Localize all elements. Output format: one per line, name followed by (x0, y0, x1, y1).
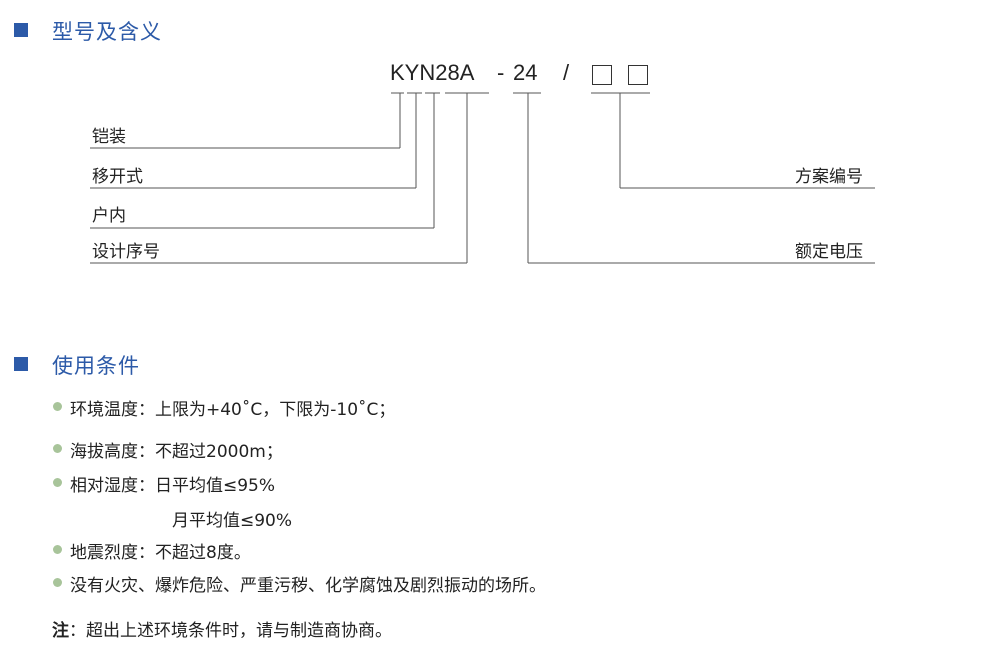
bullet-icon (53, 578, 62, 587)
note-text: ：超出上述环境条件时，请与制造商协商。 (69, 621, 392, 641)
label-scheme-no: 方案编号 (795, 167, 863, 187)
condition-humidity-day: 相对湿度：日平均值≤95% (70, 476, 276, 496)
bullet-icon (53, 478, 62, 487)
condition-altitude: 海拔高度：不超过2000m； (70, 442, 283, 462)
condition-temperature: 环境温度：上限为+40˚C，下限为-10˚C； (70, 400, 396, 420)
label-indoor: 户内 (92, 206, 126, 226)
section-title-conditions: 使用条件 (52, 354, 140, 378)
model-slash: / (563, 60, 570, 85)
bullet-icon (53, 545, 62, 554)
section-title-model: 型号及含义 (52, 20, 162, 44)
condition-earthquake: 地震烈度：不超过8度。 (70, 543, 251, 563)
model-dash: - (497, 60, 505, 85)
label-armored: 铠装 (92, 127, 126, 147)
bullet-icon (53, 402, 62, 411)
scheme-box-1 (592, 65, 612, 85)
label-rated-voltage: 额定电压 (795, 242, 863, 262)
section-marker-icon (14, 23, 28, 37)
model-voltage: 24 (513, 60, 538, 85)
label-withdrawable: 移开式 (92, 167, 143, 187)
condition-environment: 没有火灾、爆炸危险、严重污秽、化学腐蚀及剧烈振动的场所。 (70, 576, 546, 596)
meaning-connector-lines (90, 92, 875, 264)
note-label: 注 (52, 621, 69, 641)
scheme-box-2 (628, 65, 648, 85)
model-code: KYN28A (390, 60, 475, 85)
bullet-icon (53, 444, 62, 453)
label-design-seq: 设计序号 (92, 242, 160, 262)
section-marker-icon (14, 357, 28, 371)
note: 注：超出上述环境条件时，请与制造商协商。 (52, 616, 392, 641)
condition-humidity-month: 月平均值≤90% (172, 511, 293, 531)
